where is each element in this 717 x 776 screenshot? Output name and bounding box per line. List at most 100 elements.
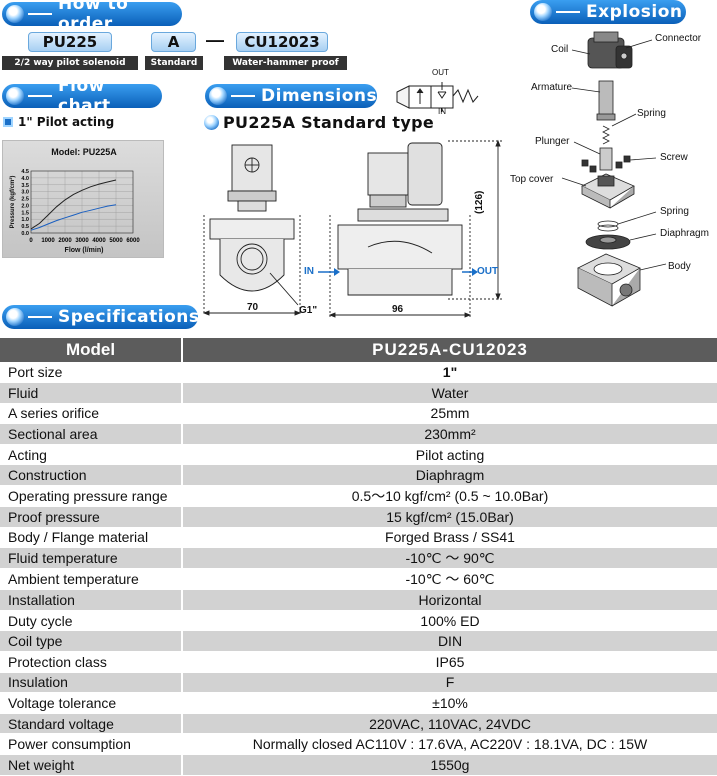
spec-value: Normally closed AC110V : 17.6VA, AC220V … — [182, 733, 717, 755]
bullet-icon — [209, 87, 227, 105]
spec-label: Standard voltage — [0, 713, 183, 735]
spec-value: 25mm — [182, 403, 717, 425]
spec-label: Coil type — [0, 630, 183, 653]
bullet-icon — [204, 115, 219, 130]
order-code-coil: CU12023 — [236, 32, 328, 52]
flow-chart-subtitle: 1" Pilot acting — [3, 115, 114, 129]
spec-label: Operating pressure range — [0, 485, 183, 508]
explosion-label-screw: Screw — [660, 152, 688, 163]
spec-value: ±10% — [182, 692, 717, 714]
height-label: (126) — [474, 190, 485, 214]
spec-value: 100% ED — [182, 610, 717, 632]
x-tick-label: 2000 — [58, 238, 72, 244]
y-tick-label: 1.5 — [21, 210, 29, 216]
table-row: Voltage tolerance±10% — [0, 692, 717, 714]
order-tag-water-hammer: Water-hammer proof — [224, 56, 347, 70]
y-tick-label: 3.5 — [21, 183, 29, 189]
chart-y-label: Pressure (kgf/cm²) — [10, 175, 16, 229]
spec-label: Port size — [0, 362, 183, 384]
y-tick-label: 2.5 — [21, 197, 29, 203]
explosion-label-spring-2: Spring — [660, 206, 689, 217]
x-tick-label: 4000 — [92, 238, 106, 244]
symbol-out-label: OUT — [432, 68, 449, 77]
dimensions-model-title: PU225A Standard type — [204, 113, 434, 132]
x-tick-label: 6000 — [126, 238, 140, 244]
table-row: Fluid temperature-10℃ ～ 90℃ — [0, 547, 717, 570]
spec-label: Proof pressure — [0, 506, 183, 528]
spec-value: Forged Brass / SS41 — [182, 527, 717, 549]
spec-label: Body / Flange material — [0, 527, 183, 549]
spec-label: A series orifice — [0, 403, 183, 425]
x-tick-label: 3000 — [75, 238, 89, 244]
x-tick-label: 1000 — [41, 238, 55, 244]
spec-label: Fluid temperature — [0, 547, 183, 570]
spec-value: Horizontal — [182, 589, 717, 611]
y-tick-label: 0.0 — [21, 231, 29, 237]
order-code-series: PU225 — [28, 32, 112, 52]
spec-label: Duty cycle — [0, 610, 183, 632]
spec-label: Acting — [0, 444, 183, 466]
specifications-heading: Specifications — [2, 305, 199, 329]
chart-title: Model: PU225A — [51, 147, 117, 157]
explosion-label-top-cover: Top cover — [510, 174, 554, 185]
spec-value: Pilot acting — [182, 444, 717, 466]
order-tag-standard: Standard — [145, 56, 203, 70]
side-view-drawing — [318, 139, 503, 318]
spec-value: -10℃ ～ 90℃ — [182, 547, 717, 570]
in-port-label: IN — [304, 266, 314, 277]
spec-value: 230mm² — [182, 423, 717, 445]
bullet-icon — [534, 3, 552, 21]
y-tick-label: 1.0 — [21, 217, 29, 223]
y-tick-label: 3.0 — [21, 190, 29, 196]
port-label: G1" — [299, 305, 318, 316]
spec-value: -10℃ ～ 60℃ — [182, 568, 717, 591]
bullet-icon — [6, 308, 24, 326]
order-tag-valve: 2/2 way pilot solenoid valve — [2, 56, 138, 82]
explosion-heading: Explosion — [530, 0, 686, 24]
bullet-icon — [6, 87, 24, 105]
spec-label: Power consumption — [0, 733, 183, 755]
series-line-1 — [30, 204, 117, 231]
x-tick-label: 5000 — [109, 238, 123, 244]
spec-label: Installation — [0, 589, 183, 611]
spec-label: Protection class — [0, 651, 183, 673]
front-width-label: 70 — [247, 302, 259, 313]
series-line-0 — [30, 179, 117, 230]
explosion-diagram — [561, 31, 667, 307]
spec-label: Sectional area — [0, 423, 183, 445]
spec-value: Water — [182, 382, 717, 404]
spec-label: Net weight — [0, 754, 183, 776]
spec-label: Insulation — [0, 672, 183, 694]
square-bullet-icon — [3, 117, 13, 127]
flow-chart-heading: Flow chart — [2, 76, 162, 116]
order-separator: — — [206, 30, 224, 50]
spec-value: 15 kgf/cm² (15.0Bar) — [182, 506, 717, 528]
spec-value: DIN — [182, 630, 717, 653]
spec-label: Ambient temperature — [0, 568, 183, 591]
bullet-icon — [6, 5, 24, 23]
y-tick-label: 4.0 — [21, 176, 29, 182]
spec-value: Diaphragm — [182, 464, 717, 487]
explosion-label-connector: Connector — [655, 33, 702, 44]
symbol-in-label: IN — [438, 107, 446, 116]
table-header-row: Model PU225A-CU12023 — [0, 338, 717, 362]
header-model-number: PU225A-CU12023 — [182, 338, 717, 362]
spec-value: 0.5～10 kgf/cm² (0.5 ~ 10.0Bar) — [182, 485, 717, 508]
